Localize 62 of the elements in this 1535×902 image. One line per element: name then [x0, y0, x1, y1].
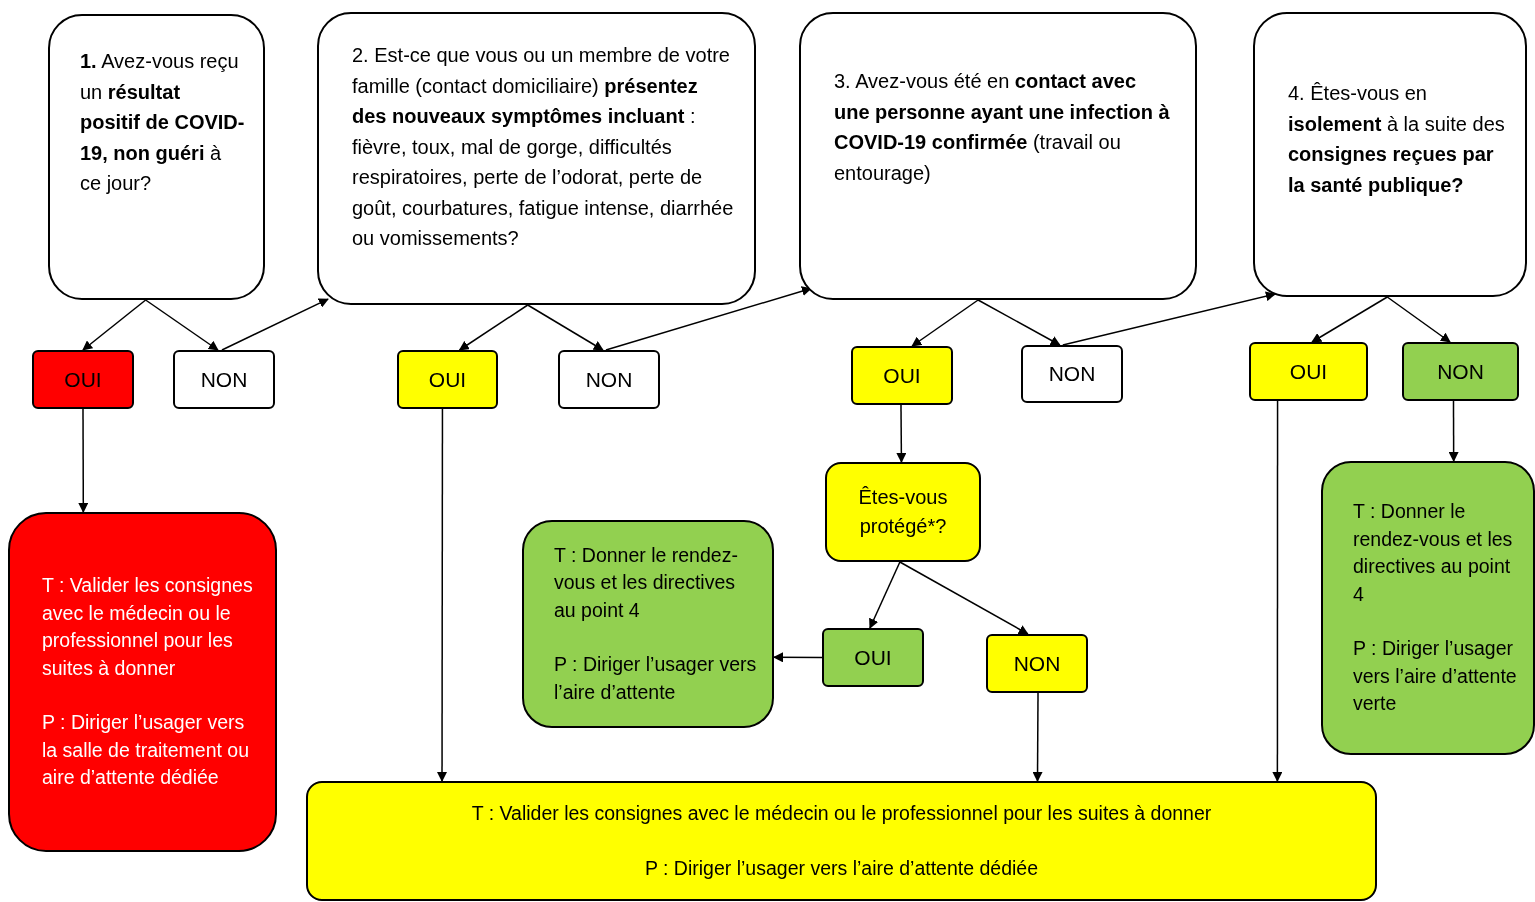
choice-label: OUI: [883, 363, 921, 388]
question-text: 3. Avez-vous été en contact avec une personne ayant une infection à COVID-19 confirmée (travail ou entourage): [834, 69, 1171, 186]
arrow: [221, 298, 329, 351]
instruction-box: [306, 781, 1377, 901]
choice-box: [1402, 342, 1519, 401]
question-text: 4. Êtes-vous en isolement à la suite des consignes reçues par la santé publique?: [1288, 81, 1506, 198]
choice-label: NON: [1013, 651, 1061, 676]
instruction-box: [8, 512, 277, 852]
instruction-box: [1321, 461, 1535, 755]
arrow: [1032, 692, 1043, 782]
arrow: [896, 404, 907, 463]
arrow: [1386, 296, 1451, 343]
choice-box: [1021, 345, 1123, 403]
arrow: [899, 561, 1029, 635]
choice-box: [173, 350, 275, 409]
choice-label: OUI: [854, 645, 892, 670]
arrow: [911, 299, 979, 347]
arrow: [605, 286, 812, 351]
instruction-text: P : Diriger l’usager vers la salle de traitement ou aire d’attente dédiée: [42, 710, 251, 791]
choice-label: OUI: [64, 367, 102, 392]
instruction-text: T : Donner le rendez-vous et les directives au point 4: [1353, 499, 1514, 607]
choice-box: [397, 350, 498, 409]
question-text: 1. Avez-vous reçu un résultat positif de COVID-19, non guéri à ce jour?: [80, 49, 245, 196]
question-box: [1253, 12, 1527, 297]
instruction-text: T : Valider les consignes avec le médecin ou le professionnel pour les suites à donner: [471, 801, 1212, 826]
arrow: [78, 408, 89, 513]
arrow: [437, 408, 448, 782]
question-text: 2. Est-ce que vous ou un membre de votre famille (contact domiciliaire) présentez des nouveaux symptômes incluant : fièvre, toux, mal de gorge, difficultés respiratoires, perte de l’odorat, perte de goût, courbatures, fatigue intense, diarrhée ou vomissements?: [352, 43, 735, 251]
choice-box: [558, 350, 660, 409]
question-box: [48, 14, 265, 300]
choice-box: [1249, 342, 1368, 401]
choice-box: [986, 634, 1088, 693]
instruction-text: P : Diriger l’usager vers l’aire d’attente verte: [1353, 636, 1518, 717]
arrow: [144, 299, 219, 351]
arrow: [82, 299, 147, 351]
instruction-text: T : Valider les consignes avec le médecin ou le professionnel pour les suites à donner: [42, 573, 254, 681]
instruction-text: P : Diriger l’usager vers l’aire d’attente dédiée: [644, 855, 1039, 881]
instruction-text: P : Diriger l’usager vers l’aire d’attente: [554, 652, 758, 705]
arrow: [977, 299, 1061, 346]
question-box: [317, 12, 756, 305]
arrow: [1062, 291, 1276, 346]
choice-box: [32, 350, 134, 409]
instruction-text: T : Donner le rendez-vous et les directives au point 4: [554, 542, 739, 623]
choice-label: OUI: [1289, 359, 1328, 384]
choice-label: NON: [585, 367, 633, 392]
decision-box: [825, 462, 981, 562]
arrow: [1311, 296, 1388, 343]
arrow: [773, 652, 823, 663]
choice-label: NON: [200, 367, 248, 392]
instruction-box: [522, 520, 774, 728]
choice-label: NON: [1048, 362, 1096, 386]
question-box: [799, 12, 1197, 300]
choice-box: [822, 628, 924, 687]
arrow: [869, 561, 901, 629]
choice-label: OUI: [428, 367, 467, 392]
choice-box: [851, 346, 953, 405]
question-text: Êtes-vous protégé*?: [857, 485, 949, 539]
arrow: [1272, 400, 1283, 782]
arrow: [1448, 400, 1459, 462]
choice-label: NON: [1437, 359, 1484, 384]
arrow: [458, 304, 529, 351]
arrow: [526, 304, 604, 351]
